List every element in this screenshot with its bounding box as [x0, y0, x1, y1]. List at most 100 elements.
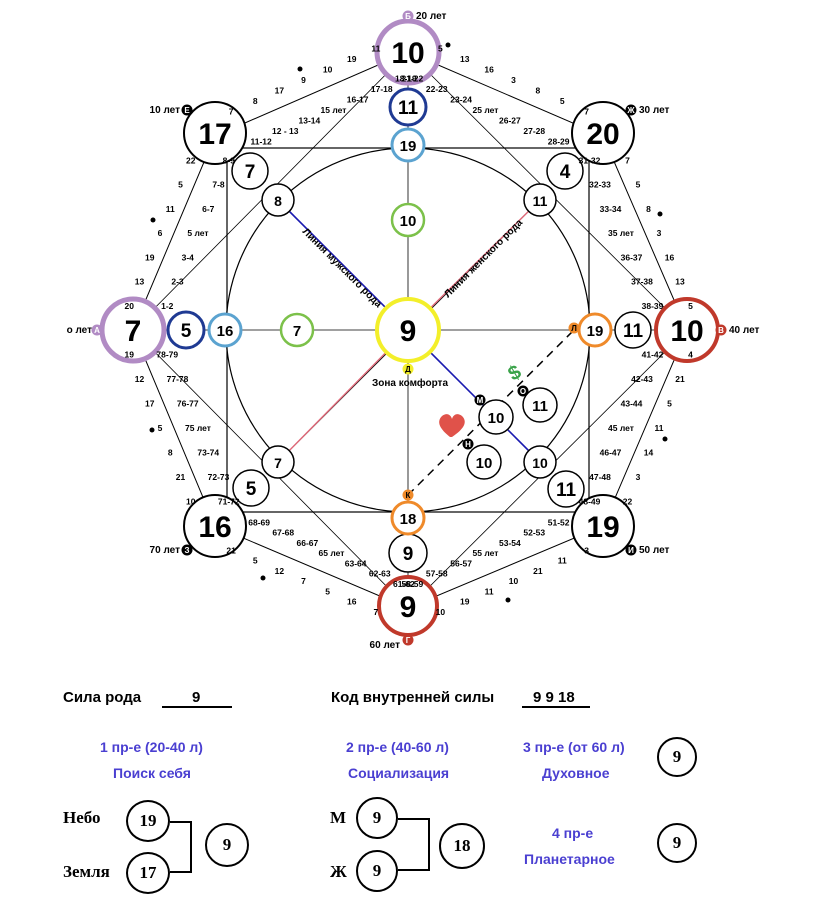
age-energy-number: 10 [323, 65, 333, 75]
age-energy-number: 21 [226, 545, 236, 555]
age-range-label: 11-12 [250, 137, 272, 147]
zh-label: Ж [330, 862, 347, 881]
age-energy-number: 11 [166, 204, 175, 214]
age-energy-number: 5 [636, 180, 641, 190]
age-range-label: 21-22 [402, 74, 424, 84]
age-range-label: 42-43 [631, 374, 653, 384]
purpose-2-title: 2 пр-е (40-60 л) [346, 739, 449, 755]
svg-text:10: 10 [476, 455, 493, 472]
purpose-2-value: 18 [439, 823, 485, 869]
age-range-label: 62-63 [369, 569, 391, 579]
age-range-label: 33-34 [600, 204, 622, 214]
age-energy-number: 19 [125, 350, 135, 360]
kod-value: 9 9 18 [533, 689, 575, 706]
age-energy-number: 21 [675, 374, 685, 384]
svg-text:20: 20 [586, 118, 619, 151]
money-points: 10 11 10 [466, 387, 558, 480]
purpose-4-subtitle: Планетарное [524, 851, 615, 867]
svg-text:Л: Л [571, 324, 577, 333]
age-range-label: 78-79 [156, 350, 178, 360]
age-range-label: 73-74 [197, 448, 219, 458]
age-range-label: 63-64 [345, 558, 367, 568]
age-range-label: 6-7 [202, 204, 215, 214]
age-range-label: 75 лет [185, 423, 211, 433]
age-energy-number: 7 [374, 607, 379, 617]
nebo-value: 19 [126, 800, 170, 842]
svg-text:Ж: Ж [626, 106, 635, 115]
age-range-label: 31-32 [579, 155, 601, 165]
svg-text:Зона комфорта: Зона комфорта [372, 377, 448, 389]
age-range-label: 17-18 [371, 84, 393, 94]
sila-roda-label: Сила рода [63, 689, 142, 706]
svg-text:16: 16 [198, 511, 231, 544]
age-range-label: 32-33 [589, 180, 611, 190]
age-range-label: 51-52 [548, 517, 570, 527]
age-range-label: 56-57 [450, 558, 472, 568]
svg-text:60 лет: 60 лет [370, 640, 401, 651]
age-range-label: 41-42 [642, 350, 664, 360]
age-range-label: 7-8 [212, 180, 225, 190]
age-energy-number: 3 [511, 75, 516, 85]
point-z: 16 5 7 [183, 445, 295, 558]
zh-value: 9 [356, 850, 398, 892]
purpose-4-title: 4 пр-е [552, 825, 594, 841]
age-energy-number: 6 [158, 228, 163, 238]
point-g: 9 9 18 [377, 500, 439, 637]
svg-text:А: А [94, 326, 100, 335]
svg-text:9: 9 [400, 591, 417, 624]
svg-text:11: 11 [623, 321, 644, 342]
svg-text:10 лет: 10 лет [150, 105, 181, 116]
age-range-label: 47-48 [589, 472, 611, 482]
age-range-label: 13-14 [299, 116, 321, 126]
age-range-label: 72-73 [208, 472, 230, 482]
svg-text:Д: Д [405, 365, 411, 374]
age-range-label: 43-44 [621, 399, 643, 409]
age-range-label: 68-69 [248, 517, 270, 527]
svg-text:20 лет: 20 лет [416, 11, 447, 22]
svg-text:Н: Н [465, 440, 471, 449]
svg-text:11: 11 [533, 193, 548, 209]
sila-roda-value: 9 [192, 689, 201, 706]
age-energy-number: 16 [484, 65, 494, 75]
svg-text:19: 19 [586, 511, 619, 544]
age-energy-number: 11 [655, 423, 664, 433]
age-energy-number: 21 [533, 566, 543, 576]
age-range-label: 67-68 [272, 528, 294, 538]
age-energy-number: 5 [325, 586, 330, 596]
age-energy-number: 10 [509, 576, 519, 586]
age-range-label: 53-54 [499, 538, 521, 548]
age-energy-number: 5 [178, 180, 183, 190]
svg-text:70 лет: 70 лет [150, 545, 181, 556]
svg-text:З: З [184, 546, 189, 555]
age-energy-number: 9 [301, 75, 306, 85]
kod-label: Код внутренней силы [331, 689, 495, 706]
age-range-label: 48-49 [579, 497, 601, 507]
age-range-label: 27-28 [523, 126, 545, 136]
point-e: 17 7 8 [183, 101, 295, 217]
svg-text:50 лет: 50 лет [639, 545, 670, 556]
age-range-label: 55 лет [473, 548, 499, 558]
age-range-label: 25 лет [473, 105, 499, 115]
age-energy-number: 5 [158, 423, 163, 433]
svg-text:19: 19 [400, 138, 417, 155]
age-energy-number: 5 [688, 301, 693, 311]
svg-text:10: 10 [400, 213, 417, 230]
heart-icon [439, 414, 465, 437]
svg-text:40 лет: 40 лет [729, 325, 760, 336]
svg-text:9: 9 [400, 315, 417, 348]
age-energy-number: 7 [301, 576, 306, 586]
age-range-label: 37-38 [631, 277, 653, 287]
age-range-label: 16-17 [347, 95, 369, 105]
svg-text:8: 8 [274, 193, 282, 209]
age-energy-number: 17 [275, 86, 285, 96]
age-energy-number: 3 [636, 472, 641, 482]
point-d-center: 9 Зона комфорта [372, 297, 448, 389]
age-range-label: 1-2 [161, 301, 174, 311]
age-energy-number: 19 [460, 597, 470, 607]
point-v: 10 11 19 [577, 297, 720, 363]
age-energy-number: 16 [665, 252, 675, 262]
purpose-4-value: 9 [657, 823, 697, 863]
age-energy-number: 19 [347, 54, 357, 64]
svg-text:7: 7 [125, 315, 142, 348]
age-energy-number: 7 [229, 107, 234, 117]
